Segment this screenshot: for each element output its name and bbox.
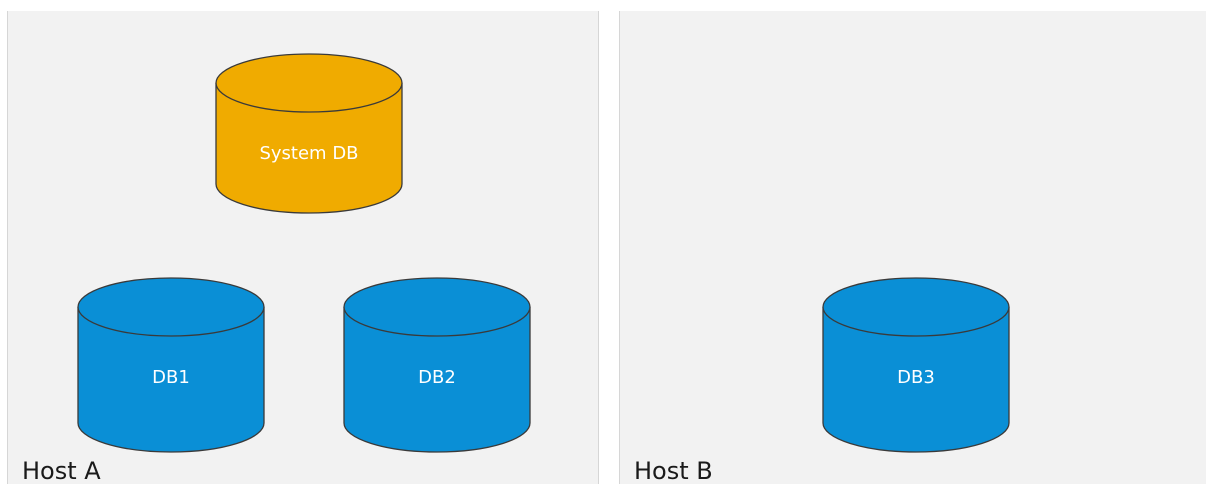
system-db-label: System DB — [259, 143, 358, 164]
db2-cylinder: DB2 — [343, 277, 531, 453]
system-db-body — [215, 83, 403, 214]
db3-cylinder: DB3 — [822, 277, 1010, 453]
db3-label: DB3 — [897, 367, 935, 388]
db3-top — [822, 277, 1010, 337]
db2-top — [343, 277, 531, 337]
host-a-label: Host A — [22, 457, 101, 485]
db1-label: DB1 — [152, 367, 190, 388]
db1-body — [77, 307, 265, 453]
host-b-label: Host B — [634, 457, 713, 485]
system-db-cylinder: System DB — [215, 53, 403, 214]
db2-body — [343, 307, 531, 453]
db1-top — [77, 277, 265, 337]
system-db-top — [215, 53, 403, 113]
db3-body — [822, 307, 1010, 453]
db1-cylinder: DB1 — [77, 277, 265, 453]
db2-label: DB2 — [418, 367, 456, 388]
